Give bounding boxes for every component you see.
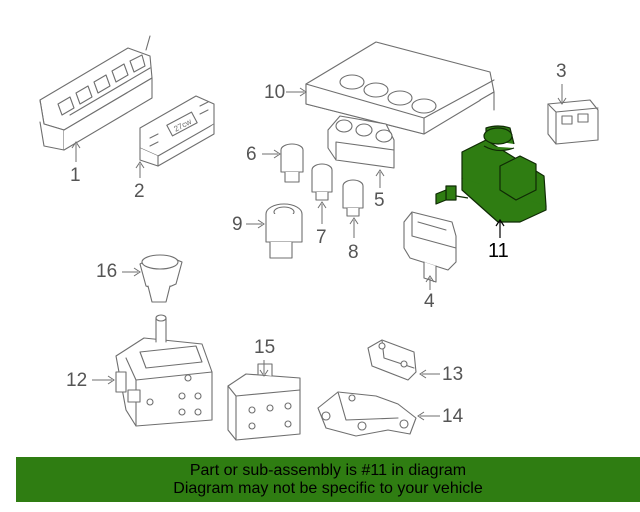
part-9-start-button [265, 203, 303, 259]
part-12-shifter-assembly [115, 314, 213, 427]
part-4-switch-module [403, 211, 457, 283]
callout-12: 12 [66, 370, 88, 391]
callout-6: 6 [246, 144, 257, 165]
callout-8: 8 [348, 242, 359, 263]
callout-14: 14 [442, 406, 464, 427]
callout-9: 9 [232, 214, 243, 235]
callout-16: 16 [96, 261, 118, 282]
part-7-switch [311, 163, 333, 201]
callout-7: 7 [316, 227, 327, 248]
part-11-controller-highlighted [435, 125, 547, 223]
info-banner: Part or sub-assembly is #11 in diagram D… [16, 457, 640, 502]
part-14-mounting-bracket [317, 391, 417, 437]
part-5-switch-cluster [327, 115, 395, 169]
callout-3: 3 [556, 61, 567, 82]
part-1-switch-panel [39, 35, 153, 151]
part-8-switch [342, 179, 364, 217]
leader-line-11 [495, 218, 505, 238]
callout-5: 5 [374, 190, 385, 211]
part-10-console-trim [305, 41, 495, 135]
part-2-climate-switch [139, 95, 215, 167]
callout-15: 15 [254, 337, 276, 358]
callout-1: 1 [70, 165, 81, 186]
callout-13: 13 [442, 364, 464, 385]
part-3-switch [547, 99, 599, 145]
callout-4: 4 [424, 291, 435, 312]
exploded-parts-diagram: 27cw [39, 35, 599, 441]
leader-lines [71, 84, 567, 421]
callout-2: 2 [134, 181, 145, 202]
banner-line-part-number: Part or sub-assembly is #11 in diagram [189, 462, 467, 479]
part-13-bracket [367, 339, 417, 381]
part-16-shift-knob [139, 254, 183, 303]
part-15-module [227, 363, 301, 441]
banner-line-disclaimer: Diagram may not be specific to your vehi… [173, 480, 483, 497]
part-6-switch [280, 143, 304, 183]
callout-11-highlighted: 11 [488, 240, 509, 262]
callout-10: 10 [264, 82, 286, 103]
